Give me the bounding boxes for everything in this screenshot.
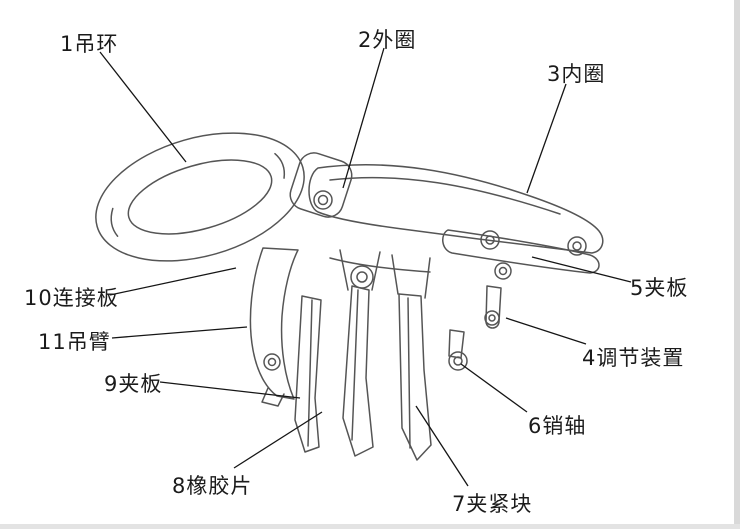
label-3-inner-ring: 3内圈 <box>547 62 606 86</box>
leader-line-5 <box>531 256 632 283</box>
clamping-block-shape <box>398 293 432 461</box>
pin-link-shape <box>448 329 465 359</box>
label-4-adjusting-device: 4调节装置 <box>582 346 685 370</box>
leader-line-2 <box>342 47 385 189</box>
connector-line <box>339 249 349 291</box>
connector-line <box>424 257 431 299</box>
leader-line-6 <box>460 363 528 413</box>
label-1-lifting-ring: 1吊环 <box>60 32 119 56</box>
lifting-arm-shape <box>249 247 299 400</box>
page-edge-right <box>734 0 740 529</box>
label-7-clamping-block: 7夹紧块 <box>452 492 533 516</box>
leader-line-1 <box>99 51 187 163</box>
leader-line-4 <box>505 317 587 345</box>
connector-line <box>391 254 399 295</box>
leader-line-8 <box>233 411 323 469</box>
leader-line-9 <box>159 381 301 399</box>
arm-foot-line <box>261 387 285 407</box>
upper-link-body-shape <box>308 164 604 254</box>
rubber-strip-line <box>307 299 313 447</box>
label-11-lifting-arm: 11吊臂 <box>38 330 111 354</box>
center-prong-shape <box>342 285 374 457</box>
connector-line <box>371 251 381 291</box>
label-6-pin-shaft: 6销轴 <box>528 414 587 438</box>
label-9-clamp-plate-left: 9夹板 <box>104 372 163 396</box>
right-clamp-plate-shape <box>442 229 600 274</box>
page-edge-bottom <box>0 524 740 529</box>
label-10-connecting-plate: 10连接板 <box>24 286 119 310</box>
leader-lines <box>99 47 632 487</box>
label-5-clamp-plate: 5夹板 <box>630 276 689 300</box>
upper-link-inner-line <box>329 176 561 215</box>
clamping-block-inner-line <box>407 297 411 449</box>
leader-line-10 <box>109 267 237 296</box>
lifting-ring-shape <box>95 132 305 262</box>
center-prong-inner-line <box>351 289 359 441</box>
label-8-rubber-sheet: 8橡胶片 <box>172 474 253 498</box>
leader-line-11 <box>111 326 248 339</box>
center-plate-line <box>329 257 431 273</box>
leader-line-3 <box>526 83 567 194</box>
left-jaw-plate-shape <box>294 295 322 453</box>
clamp-assembly-drawing <box>95 132 604 461</box>
leader-line-7 <box>415 405 469 487</box>
label-2-outer-ring: 2外圈 <box>358 28 417 52</box>
shackle-bracket-shape <box>289 152 353 218</box>
